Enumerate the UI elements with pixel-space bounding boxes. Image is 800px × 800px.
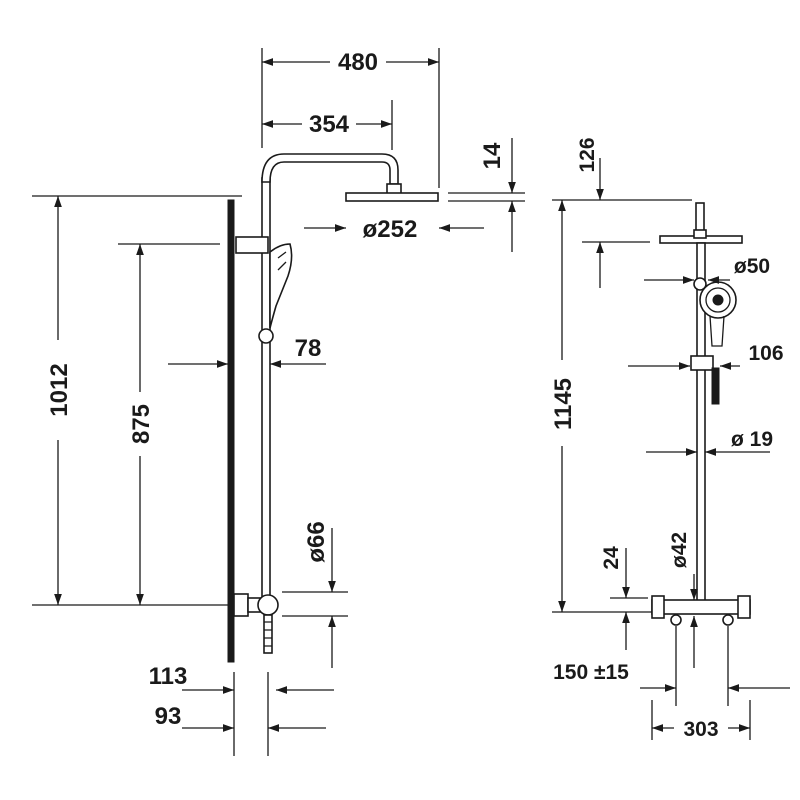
dim-303: 303 [683, 718, 718, 741]
thermostat-mixer [651, 599, 751, 615]
front-view: 126 1145 ø50 106 ø 19 24 ø42 150 ±15 303 [550, 137, 790, 741]
upper-wall-bracket [235, 236, 269, 254]
dim-valve-diameter: ø42 [668, 532, 691, 568]
wall-plate [227, 199, 235, 663]
dim-head-diameter: ø252 [363, 216, 418, 243]
diverter-outlet [257, 594, 279, 616]
dim-1145: 1145 [550, 378, 577, 430]
dim-354: 354 [309, 111, 350, 138]
dim-93: 93 [155, 703, 182, 730]
side-view: 480 354 ø252 14 1012 875 78 ø66 113 93 [32, 48, 525, 756]
front-handle [711, 367, 720, 405]
dim-outlet-diameter: ø66 [303, 521, 330, 562]
dim-126: 126 [576, 137, 599, 172]
dim-1012: 1012 [46, 363, 73, 416]
overhead-shower-head [345, 192, 439, 202]
dim-centers: 150 ±15 [553, 661, 629, 684]
dim-480: 480 [338, 49, 378, 76]
shower-arm [261, 153, 399, 185]
dim-rail-diameter: ø 19 [731, 428, 773, 451]
dim-24: 24 [600, 546, 623, 570]
dim-78: 78 [295, 335, 322, 362]
dim-113: 113 [149, 663, 188, 690]
dim-875: 875 [128, 404, 155, 444]
front-top-fitting [695, 202, 705, 234]
dim-handshower-diameter: ø50 [734, 255, 770, 278]
front-slider [690, 355, 714, 371]
hand-shower [269, 243, 293, 329]
dim-14: 14 [479, 142, 506, 169]
lower-wall-bracket [233, 593, 249, 617]
front-collar [693, 277, 707, 291]
hose-connector [263, 614, 273, 654]
dim-106: 106 [748, 342, 783, 365]
slider-knob [258, 328, 274, 344]
